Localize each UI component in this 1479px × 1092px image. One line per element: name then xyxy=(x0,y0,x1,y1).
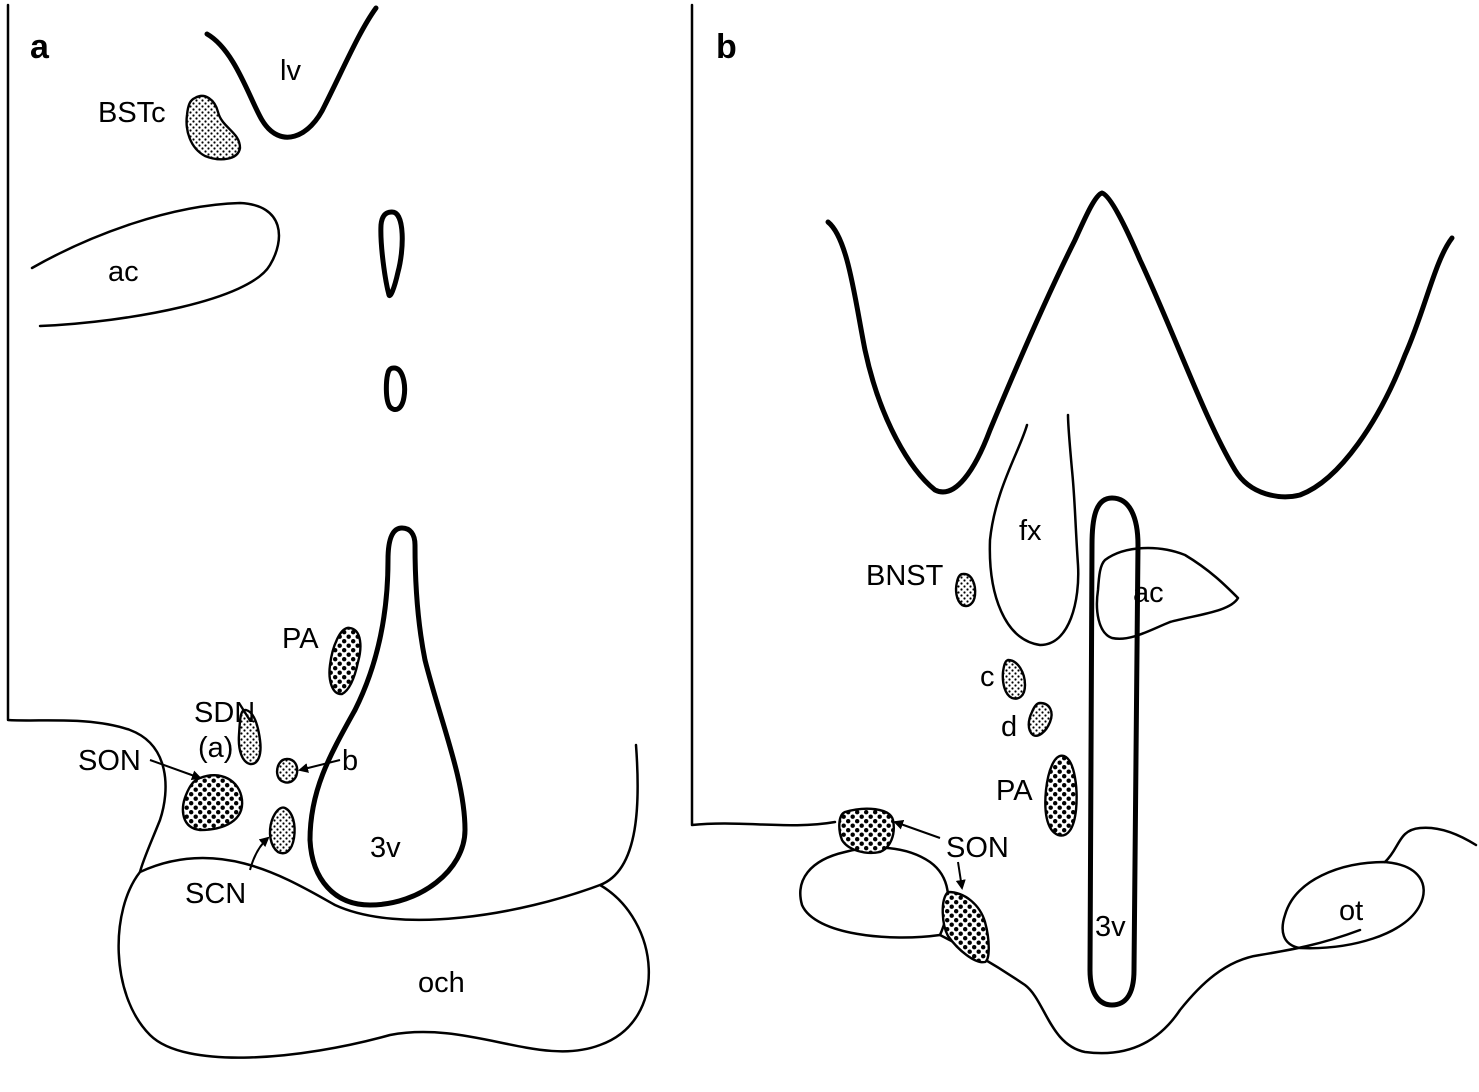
label-sdn-a: (a) xyxy=(198,732,233,764)
pa-nucleus-b xyxy=(1044,754,1078,837)
label-sdn: SDN xyxy=(194,697,255,729)
label-d: d xyxy=(1001,711,1017,743)
panel-b-letter: b xyxy=(716,28,737,66)
panel-b: b fx BNST ac c xyxy=(690,3,1478,1055)
d-nucleus xyxy=(1027,701,1053,737)
panel-b-bottom-contour xyxy=(938,928,1362,1055)
label-bstc: BSTc xyxy=(98,97,166,129)
son-nucleus-b-lower xyxy=(941,890,990,964)
sdn-nucleus xyxy=(237,708,262,766)
label-son-b: SON xyxy=(946,832,1009,864)
3v-outline-b xyxy=(1087,495,1141,1008)
panel-a: a lv BSTc ac PA SDN ( xyxy=(6,3,650,1059)
fx-outline xyxy=(988,413,1080,647)
ot-outline xyxy=(1281,860,1425,950)
label-och: och xyxy=(418,967,465,999)
son-arrow-a xyxy=(149,759,202,780)
ac-outline-a xyxy=(30,201,281,328)
scn-nucleus xyxy=(268,806,296,855)
son-arrow-b-upper xyxy=(893,819,941,839)
3v-outline-a xyxy=(307,525,468,908)
label-ot: ot xyxy=(1339,895,1363,927)
son-arrow-b-lower xyxy=(955,861,966,890)
label-son-a: SON xyxy=(78,745,141,777)
label-3v-b: 3v xyxy=(1095,911,1126,943)
label-lv: lv xyxy=(280,55,301,87)
label-bnst: BNST xyxy=(866,560,944,592)
pa-nucleus-a xyxy=(328,626,362,696)
panel-a-section-outline xyxy=(6,3,167,874)
b-arrow xyxy=(298,759,341,773)
vent-slit-lower xyxy=(383,365,408,412)
label-3v-a: 3v xyxy=(370,832,401,864)
lateral-ventricles-outline xyxy=(825,190,1455,500)
label-pa-b: PA xyxy=(996,775,1033,807)
ot-upper-contour xyxy=(1383,826,1478,864)
vent-slit-upper xyxy=(378,209,405,299)
bnst-nucleus xyxy=(954,572,977,608)
son-nucleus-b-upper xyxy=(838,807,895,854)
lv-outline xyxy=(204,5,379,140)
left-optic-lobe xyxy=(799,846,950,939)
label-ac-b: ac xyxy=(1133,577,1164,609)
label-c: c xyxy=(980,661,995,693)
c-nucleus xyxy=(1001,658,1027,700)
bstc-nucleus xyxy=(185,94,242,161)
label-pa-a: PA xyxy=(282,623,319,655)
scn-arrow xyxy=(249,836,270,871)
panel-a-letter: a xyxy=(30,28,50,66)
son-nucleus-a xyxy=(181,774,244,832)
label-ac-a: ac xyxy=(108,256,139,288)
ac-outline-b xyxy=(1095,546,1240,641)
label-fx: fx xyxy=(1019,515,1042,547)
label-scn: SCN xyxy=(185,878,246,910)
label-b: b xyxy=(342,745,358,777)
b-nucleus xyxy=(275,757,299,784)
panel-b-section-outline xyxy=(690,3,837,827)
